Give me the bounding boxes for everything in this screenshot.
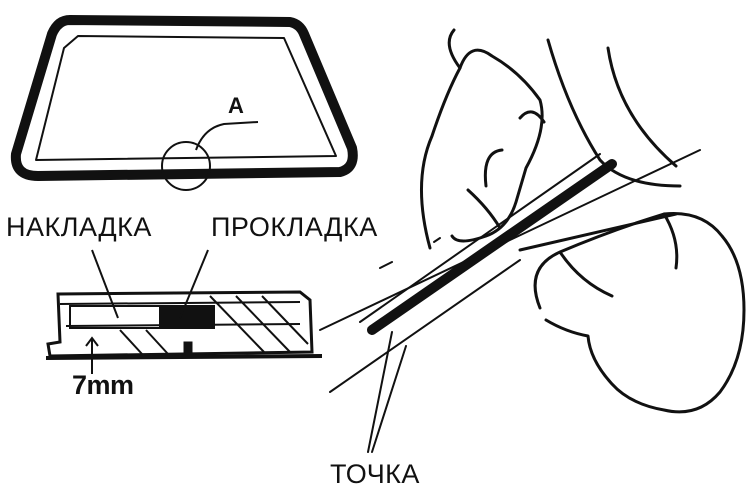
leader-trim-strip — [91, 249, 119, 319]
tool-rod — [518, 212, 678, 252]
moulding-strip — [367, 159, 617, 335]
detail-a-leader — [195, 121, 259, 151]
spacer-block — [159, 305, 215, 329]
upper-sleeve — [546, 38, 682, 188]
detail-letter-label: A — [228, 93, 244, 118]
lower-hand — [533, 211, 746, 414]
windshield-inner-frame — [35, 35, 337, 161]
hatch-2 — [235, 295, 291, 353]
hatch-3 — [261, 295, 309, 345]
dim-arrow — [85, 336, 99, 347]
hatch-1 — [209, 295, 265, 353]
leader-spacer — [179, 249, 209, 319]
spacer-label: ПРОКЛАДКА — [211, 212, 378, 242]
section-body — [46, 290, 314, 358]
point-label: ТОЧКА — [330, 459, 420, 489]
hands-applying-moulding — [319, 28, 746, 453]
section-top-line — [59, 301, 301, 305]
dimension-label: 7mm — [72, 370, 134, 400]
hatch-5 — [145, 329, 169, 355]
hatch-4 — [119, 329, 143, 355]
trim-strip-label: НАКЛАДКА — [6, 212, 152, 242]
windshield-outer-frame — [10, 15, 358, 181]
lower-edge-line — [329, 259, 521, 393]
point-leader-right — [371, 345, 407, 453]
moulding-cross-section — [45, 249, 323, 374]
clip-stud — [183, 341, 193, 359]
scratch-mark-2 — [433, 237, 441, 243]
windshield-illustration — [10, 15, 358, 191]
upper-hand — [419, 28, 546, 250]
point-leader-left — [367, 331, 393, 453]
detail-a-circle — [161, 141, 211, 191]
scratch-mark-1 — [379, 261, 393, 269]
